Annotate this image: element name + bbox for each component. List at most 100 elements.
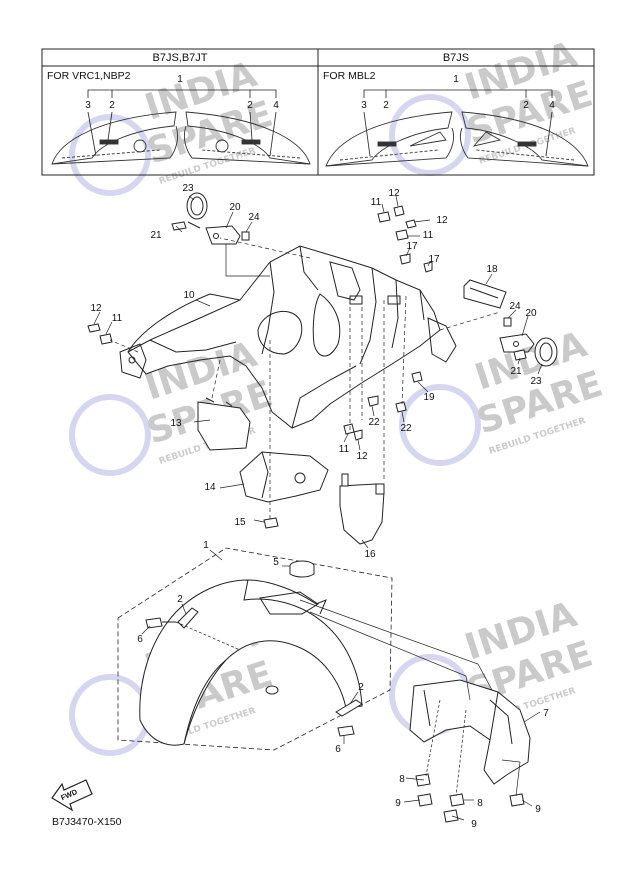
callout-20-left: 20 — [229, 202, 241, 213]
washer-part-11-b-icon — [395, 229, 409, 241]
nut-part-24-left-icon — [241, 231, 250, 241]
callout-23-right: 23 — [530, 376, 542, 387]
legend-table — [41, 48, 595, 176]
callout-11-a: 11 — [371, 197, 382, 208]
nut-part-24-right-icon — [503, 317, 512, 327]
watermark-logo-icon — [69, 114, 151, 196]
inner-panel-part-10 — [127, 245, 441, 429]
callout-12-d: 12 — [356, 451, 368, 462]
callout-1: 1 — [203, 540, 209, 551]
callout-22-a: 22 — [368, 417, 380, 428]
washer-part-11-c-icon — [99, 333, 113, 345]
callout-9-c: 9 — [535, 804, 541, 815]
callout-6-b: 6 — [335, 744, 341, 755]
legend-right-note: FOR MBL2 — [323, 70, 376, 82]
bolt-part-9-a-icon — [417, 793, 433, 807]
callout-21-left: 21 — [150, 230, 162, 241]
callout-11-d: 11 — [339, 444, 350, 455]
legend-left-decals — [51, 111, 311, 165]
legend-left-callout-2a: 2 — [109, 100, 115, 111]
watermark-2: INDIA SPARE REBUILD TOGETHER — [389, 34, 598, 176]
decal-part-2-a — [177, 607, 199, 629]
callout-12-c: 12 — [90, 303, 102, 314]
leader-lines-upper — [93, 195, 543, 549]
callout-labels: 23 20 21 24 11 12 12 11 17 17 18 10 12 1… — [90, 183, 549, 830]
callout-24-left: 24 — [248, 212, 260, 223]
callout-17-a: 17 — [406, 241, 418, 252]
leader-lines-lower — [141, 549, 541, 821]
watermark-6: INDIA SPARE REBUILD TOGETHER — [389, 594, 598, 736]
cover-part-16 — [339, 473, 385, 545]
watermark-logo-icon — [69, 394, 151, 476]
callout-10: 10 — [183, 290, 195, 301]
legend-left-note: FOR VRC1,NBP2 — [47, 70, 131, 82]
callout-23-left: 23 — [182, 183, 194, 194]
nut-part-15-icon — [263, 517, 279, 529]
callout-8-a: 8 — [399, 774, 405, 785]
callout-24-right: 24 — [509, 301, 521, 312]
fwd-arrow-icon — [51, 779, 93, 812]
legend-right-header: B7JS — [443, 52, 469, 64]
callout-18: 18 — [486, 264, 498, 275]
screw-part-21-left-icon — [171, 221, 187, 231]
callout-19: 19 — [423, 392, 435, 403]
callout-11-b: 11 — [423, 230, 434, 241]
clip-part-19-icon — [411, 371, 423, 383]
callout-7: 7 — [543, 708, 549, 719]
bolt-part-12-a-icon — [393, 205, 405, 217]
legend-right-decals — [325, 111, 589, 167]
decal-part-2-b — [335, 699, 363, 717]
cap-part-5 — [289, 560, 315, 578]
callout-16: 16 — [364, 549, 376, 560]
watermark-logo-icon — [69, 674, 151, 756]
screw-part-6-b-icon — [337, 725, 355, 737]
watermark-3: INDIA SPARE REBUILD TOGETHER — [69, 334, 278, 476]
clip-part-8-b-icon — [449, 793, 465, 807]
callout-20-right: 20 — [525, 308, 537, 319]
legend-right-callout-3: 3 — [361, 100, 367, 111]
watermark-logo-icon — [399, 384, 481, 466]
callout-9-b: 9 — [471, 819, 477, 830]
reflector-bracket-left-part-20 — [187, 221, 241, 245]
callout-14: 14 — [204, 482, 216, 493]
callout-2-a: 2 — [177, 594, 183, 605]
cover-part-14 — [239, 451, 329, 503]
legend-left-callout-2b: 2 — [247, 100, 253, 111]
callout-13: 13 — [170, 418, 182, 429]
legend-left-group-label: 1 — [177, 74, 183, 85]
fasteners-lower — [415, 773, 525, 823]
fasteners-upper — [87, 205, 433, 529]
legend-left-header: B7JS,B7JT — [152, 52, 207, 64]
callout-12-a: 12 — [388, 188, 400, 199]
legend-left-callout-3: 3 — [85, 100, 91, 111]
legend-left-bracket — [87, 89, 277, 98]
cover-part-13 — [197, 397, 251, 451]
callout-6-a: 6 — [137, 634, 143, 645]
washer-part-11-a-icon — [377, 211, 391, 223]
bolt-part-12-c-icon — [87, 323, 101, 333]
clip-part-22-a-icon — [367, 395, 379, 407]
clip-part-17-a-icon — [399, 253, 411, 265]
callout-15: 15 — [234, 517, 246, 528]
legend-right-callout-2a: 2 — [383, 100, 389, 111]
legend-left-callout-4: 4 — [273, 100, 279, 111]
reflector-right-part-23 — [534, 337, 558, 367]
callout-8-b: 8 — [477, 798, 483, 809]
callout-21-right: 21 — [510, 366, 522, 377]
callout-2-b: 2 — [358, 682, 364, 693]
callout-22-b: 22 — [400, 423, 412, 434]
front-fender-part-1 — [139, 579, 363, 746]
callout-12-b: 12 — [436, 215, 448, 226]
reflector-bracket-right-part-20 — [499, 333, 535, 353]
legend-right-callout-2b: 2 — [523, 100, 529, 111]
reflector-plate-part-18 — [463, 279, 507, 309]
bolt-part-9-c-icon — [509, 793, 525, 807]
clip-part-22-b-icon — [395, 401, 407, 413]
bolt-part-12-b-icon — [405, 219, 417, 229]
front-fender-kit-outline — [117, 547, 393, 751]
screw-part-6-a-icon — [145, 617, 176, 629]
callout-5: 5 — [273, 557, 279, 568]
reflector-left-part-23 — [186, 192, 208, 220]
callout-9-a: 9 — [395, 798, 401, 809]
